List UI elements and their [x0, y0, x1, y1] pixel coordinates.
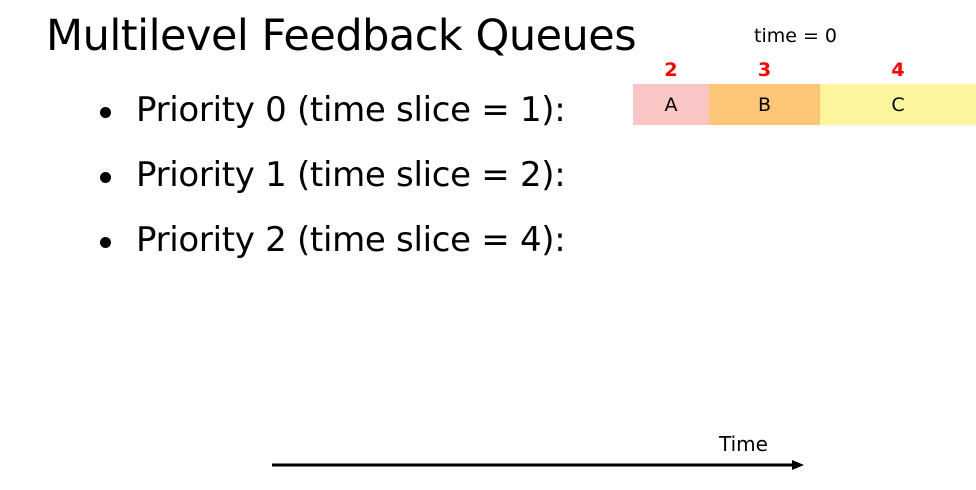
job-b-remaining: 3 — [757, 59, 772, 81]
job-c-block: 4 C — [820, 59, 976, 125]
time-axis-arrow — [272, 460, 804, 470]
job-b-block: 3 B — [709, 59, 820, 125]
time-counter: time = 0 — [754, 25, 838, 47]
job-a-block: 2 A — [633, 59, 709, 125]
priority-1-label: Priority 1 (time slice = 2): — [136, 155, 566, 195]
priority-2-label: Priority 2 (time slice = 4): — [136, 220, 566, 260]
bullet-icon — [100, 107, 111, 118]
job-b-label: B — [757, 93, 772, 116]
bullet-icon — [100, 237, 111, 248]
job-a-remaining: 2 — [664, 59, 678, 81]
priority-0-queue: 2 A 3 B 4 C — [633, 59, 976, 125]
priority-0-item: Priority 0 (time slice = 1): — [100, 78, 566, 143]
slide-title: Multilevel Feedback Queues — [46, 11, 637, 61]
job-a-label: A — [664, 93, 678, 116]
priority-2-item: Priority 2 (time slice = 4): — [100, 208, 566, 273]
priority-list: Priority 0 (time slice = 1): Priority 1 … — [100, 78, 566, 273]
priority-0-label: Priority 0 (time slice = 1): — [136, 90, 566, 130]
job-c-remaining: 4 — [891, 59, 905, 81]
time-axis-label: Time — [719, 432, 768, 456]
bullet-icon — [100, 172, 111, 183]
job-c-label: C — [891, 93, 905, 116]
priority-1-item: Priority 1 (time slice = 2): — [100, 143, 566, 208]
